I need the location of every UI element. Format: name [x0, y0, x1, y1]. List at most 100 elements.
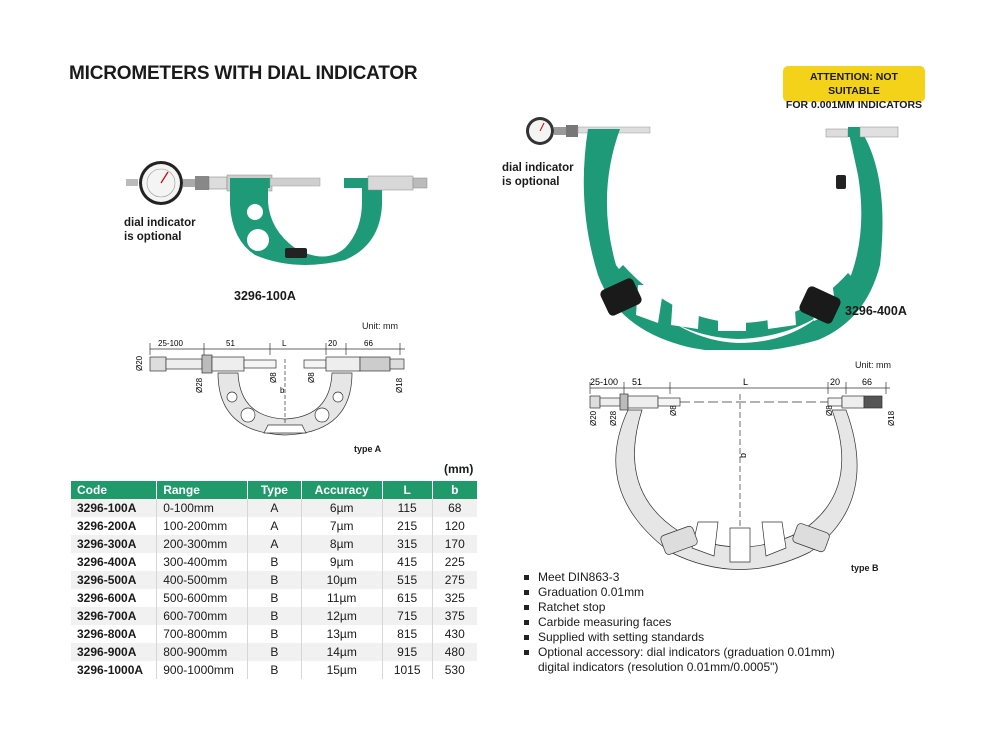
- cell-range: 500-600mm: [156, 589, 248, 607]
- col-code: Code: [71, 481, 157, 499]
- cell-l: 415: [381, 553, 433, 571]
- dial-note-a-line1: dial indicator: [124, 217, 196, 229]
- feature-list: Meet DIN863-3 Graduation 0.01mm Ratchet …: [522, 570, 835, 660]
- diam-b-3: Ø8: [669, 405, 678, 416]
- table-row: 3296-200A 100-200mm A 7µm 215 120: [71, 517, 477, 535]
- unit-label-a: Unit: mm: [362, 321, 398, 331]
- type-b-label: type B: [851, 563, 879, 573]
- dim-a-4: 20: [328, 339, 337, 348]
- feature-item: Meet DIN863-3: [522, 570, 835, 585]
- cell-l: 915: [381, 643, 433, 661]
- cell-type: B: [247, 571, 302, 589]
- cell-range: 800-900mm: [156, 643, 248, 661]
- cell-l: 615: [381, 589, 433, 607]
- cell-b: 68: [431, 499, 477, 517]
- model-label-a: 3296-100A: [234, 289, 296, 303]
- feature-item: Supplied with setting standards: [522, 630, 835, 645]
- cell-accuracy: 15µm: [300, 661, 383, 679]
- cell-l: 115: [381, 499, 433, 517]
- page-title: MICROMETERS WITH DIAL INDICATOR: [69, 63, 418, 84]
- diam-b-2: Ø28: [609, 410, 618, 426]
- cell-b: 325: [431, 589, 477, 607]
- cell-code: 3296-700A: [71, 607, 157, 625]
- diam-a-4: Ø8: [307, 372, 316, 383]
- cell-type: B: [247, 607, 302, 625]
- cell-b: 375: [431, 607, 477, 625]
- cell-code: 3296-300A: [71, 535, 157, 553]
- cell-range: 900-1000mm: [156, 661, 248, 679]
- cell-type: A: [247, 517, 302, 535]
- cell-b: 225: [431, 553, 477, 571]
- cell-accuracy: 6µm: [300, 499, 383, 517]
- diam-b-4: Ø8: [825, 405, 834, 416]
- cell-accuracy: 12µm: [300, 607, 383, 625]
- dim-b-1: 25-100: [590, 377, 618, 387]
- diam-b-5: Ø18: [887, 410, 896, 426]
- cell-l: 815: [381, 625, 433, 643]
- diam-a-5: Ø18: [395, 377, 404, 393]
- col-l: L: [381, 481, 433, 499]
- cell-accuracy: 11µm: [300, 589, 383, 607]
- diam-b-1: Ø20: [589, 410, 598, 426]
- dim-b-2: 51: [632, 377, 642, 387]
- diam-a-1: Ø20: [135, 355, 144, 371]
- cell-type: A: [247, 499, 302, 517]
- table-row: 3296-100A 0-100mm A 6µm 115 68: [71, 499, 477, 517]
- dim-a-3: L: [282, 339, 287, 348]
- attention-line-2: FOR 0.001MM INDICATORS: [785, 99, 923, 111]
- cell-code: 3296-600A: [71, 589, 157, 607]
- feature-item: Ratchet stop: [522, 600, 835, 615]
- cell-l: 215: [381, 517, 433, 535]
- type-a-label: type A: [354, 444, 382, 454]
- table-unit: (mm): [444, 462, 474, 476]
- cell-code: 3296-400A: [71, 553, 157, 571]
- cell-b: 480: [431, 643, 477, 661]
- feature-item: Carbide measuring faces: [522, 615, 835, 630]
- table-row: 3296-800A 700-800mm B 13µm 815 430: [71, 625, 477, 643]
- cell-accuracy: 8µm: [300, 535, 383, 553]
- dim-a-5: 66: [364, 339, 373, 348]
- table-row: 3296-900A 800-900mm B 14µm 915 480: [71, 643, 477, 661]
- attention-badge: ATTENTION: NOT SUITABLE FOR 0.001MM INDI…: [783, 66, 925, 111]
- cell-range: 300-400mm: [156, 553, 248, 571]
- feature-item: Optional accessory: dial indicators (gra…: [522, 645, 835, 660]
- cell-range: 0-100mm: [156, 499, 248, 517]
- dim-b-3: L: [743, 377, 748, 387]
- cell-range: 600-700mm: [156, 607, 248, 625]
- feature-item: Graduation 0.01mm: [522, 585, 835, 600]
- table-row: 3296-600A 500-600mm B 11µm 615 325: [71, 589, 477, 607]
- dim-b-4: 20: [830, 377, 840, 387]
- dim-a-1: 25-100: [158, 339, 183, 348]
- cell-l: 1015: [381, 661, 433, 679]
- cell-code: 3296-100A: [71, 499, 157, 517]
- cell-type: B: [247, 661, 302, 679]
- dim-b-b: b: [738, 453, 748, 458]
- cell-range: 200-300mm: [156, 535, 248, 553]
- cell-accuracy: 10µm: [300, 571, 383, 589]
- attention-line-1: ATTENTION: NOT SUITABLE: [810, 71, 898, 97]
- cell-type: A: [247, 535, 302, 553]
- table-row: 3296-300A 200-300mm A 8µm 315 170: [71, 535, 477, 553]
- cell-range: 400-500mm: [156, 571, 248, 589]
- spec-table: Code Range Type Accuracy L b 3296-100A 0…: [71, 481, 477, 679]
- cell-b: 530: [431, 661, 477, 679]
- cell-type: B: [247, 625, 302, 643]
- cell-code: 3296-800A: [71, 625, 157, 643]
- cell-code: 3296-500A: [71, 571, 157, 589]
- diam-a-2: Ø28: [195, 377, 204, 393]
- cell-code: 3296-1000A: [71, 661, 157, 679]
- cell-l: 515: [381, 571, 433, 589]
- dial-note-b: dial indicator is optional: [502, 161, 574, 189]
- cell-b: 430: [431, 625, 477, 643]
- cell-accuracy: 9µm: [300, 553, 383, 571]
- diam-a-3: Ø8: [269, 372, 278, 383]
- dial-note-a-line2: is optional: [124, 231, 182, 243]
- micrometer-a-image: [126, 161, 428, 265]
- cell-accuracy: 14µm: [300, 643, 383, 661]
- cell-code: 3296-900A: [71, 643, 157, 661]
- cell-range: 100-200mm: [156, 517, 248, 535]
- cell-type: B: [247, 589, 302, 607]
- dim-b-5: 66: [862, 377, 872, 387]
- dial-note-a: dial indicator is optional: [124, 216, 196, 244]
- cell-range: 700-800mm: [156, 625, 248, 643]
